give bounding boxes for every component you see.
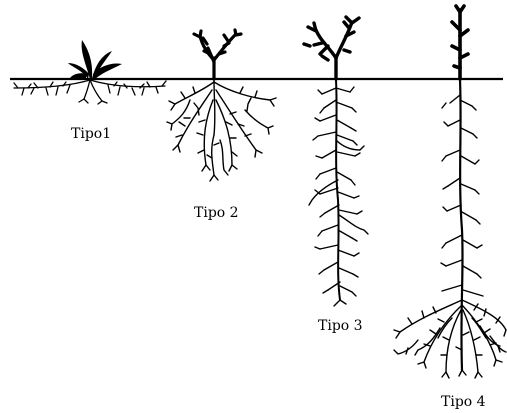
label-type-2: Tipo 2 — [194, 205, 239, 221]
plant-type-2: Tipo 2 — [167, 30, 276, 221]
label-type-3: Tipo 3 — [318, 318, 363, 334]
plant-type-1: Tipo1 — [14, 40, 166, 142]
plant-type-1-shoot — [68, 40, 122, 79]
plant-type-2-roots — [167, 80, 276, 181]
plant-type-3-shoot — [304, 17, 359, 79]
plant-type-2-shoot — [194, 30, 241, 79]
label-type-4: Tipo 4 — [441, 394, 486, 410]
plant-type-3: Tipo 3 — [304, 17, 368, 334]
plant-type-4: Tipo 4 — [394, 6, 506, 410]
plant-type-4-roots — [394, 80, 506, 378]
label-type-1: Tipo1 — [71, 126, 111, 142]
plant-type-4-shoot — [452, 6, 468, 79]
plant-type-3-roots — [309, 80, 368, 306]
plant-type-1-roots — [14, 80, 166, 104]
